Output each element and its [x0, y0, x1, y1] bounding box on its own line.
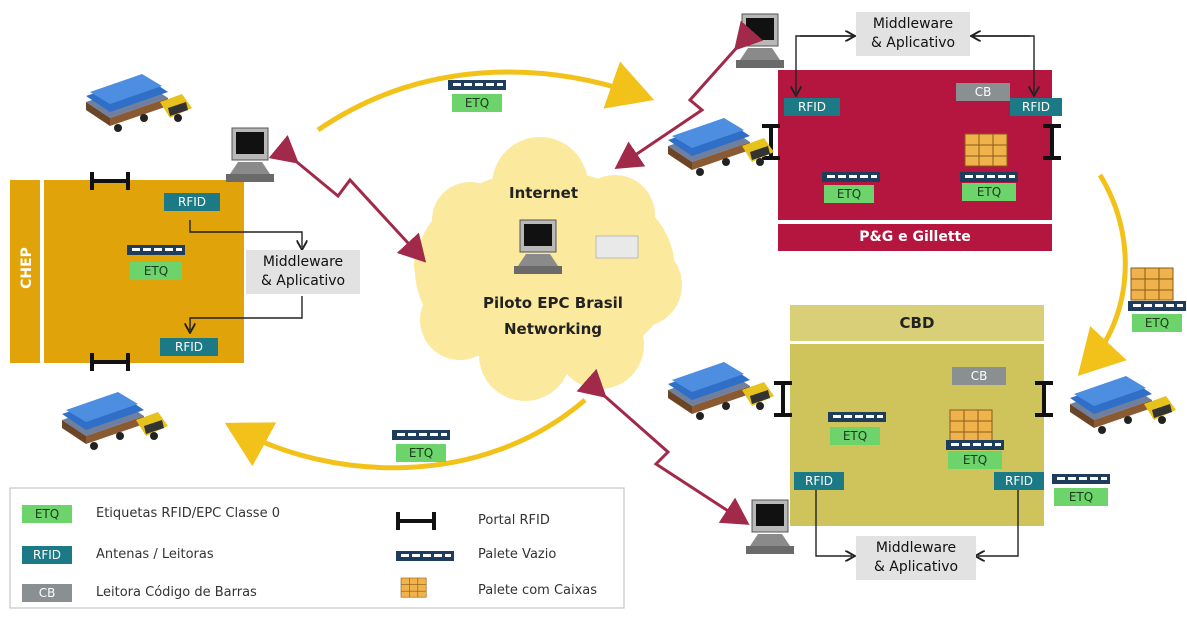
flow-etq-bottom: ETQ — [396, 444, 446, 462]
cbd-truck-right-icon — [1070, 376, 1176, 434]
chep-computer-icon — [225, 127, 275, 183]
chep-etq: ETQ — [130, 262, 182, 280]
chep-label: CHEP — [19, 247, 35, 289]
pg-label-bar — [778, 224, 1052, 251]
network-link-pg — [614, 20, 764, 170]
cbd-cb: CB — [952, 367, 1006, 385]
pg-label: P&G e Gillette — [859, 229, 971, 245]
internet-caption-line1: Piloto EPC Brasil — [483, 294, 623, 312]
cbd-empty-pallet-icon — [828, 412, 886, 422]
cbd-computer-icon — [745, 499, 795, 555]
pg-rfid-left: RFID — [784, 98, 840, 116]
legend-portal-text: Portal RFID — [478, 513, 550, 528]
chep-truck-bottom-icon — [62, 392, 168, 450]
chep-rfid-top: RFID — [164, 193, 220, 211]
chep-middleware-line1: Middleware — [262, 254, 344, 270]
chep-rfid-bottom: RFID — [160, 338, 218, 356]
cbd-middleware-line2: & Aplicativo — [873, 559, 959, 575]
flow-etq-top: ETQ — [452, 94, 502, 112]
pg-computer-icon — [735, 13, 785, 69]
pg-middleware-line1: Middleware — [872, 16, 954, 32]
cbd-portal-left-icon — [774, 381, 792, 417]
pg-truck-icon — [668, 118, 774, 176]
internet-server-icon — [595, 235, 639, 259]
cbd-rfid-right: RFID — [994, 472, 1044, 490]
flow-pallet-right-icon — [1128, 301, 1186, 311]
flow-boxes-right-icon — [1130, 267, 1174, 301]
cbd-label-bar — [790, 305, 1044, 341]
pg-rfid-right: RFID — [1010, 98, 1062, 116]
cbd-link-right — [978, 490, 1019, 556]
cbd-pallet-icon — [946, 440, 1004, 450]
pg-pallet-icon — [960, 172, 1018, 182]
pg-middleware-line2: & Aplicativo — [870, 35, 956, 51]
internet-computer-icon — [513, 219, 563, 275]
flow-pallet-bottom-icon — [392, 430, 450, 440]
pg-middleware: Middleware & Aplicativo — [856, 12, 970, 56]
chep-middleware: Middleware & Aplicativo — [246, 250, 360, 294]
chep-empty-pallet-icon — [127, 245, 185, 255]
legend-cb-text: Leitora Código de Barras — [96, 585, 257, 600]
legend-etq-swatch: ETQ — [22, 505, 72, 523]
flow-etq-right: ETQ — [1132, 314, 1182, 332]
legend-pallet-boxes-text: Palete com Caixas — [478, 583, 598, 598]
flow-arrow-cbd-to-chep — [224, 398, 587, 471]
internet-title: Internet — [509, 184, 579, 202]
cbd-link-left — [815, 490, 852, 556]
legend-rfid-text: Antenas / Leitoras — [96, 547, 214, 562]
legend-empty-pallet-text: Palete Vazio — [478, 547, 557, 562]
internet-caption-line2: Networking — [504, 320, 602, 338]
chep-truck-top-icon — [86, 74, 192, 132]
pg-boxes-icon — [964, 133, 1008, 167]
legend-boxes-icon — [400, 577, 427, 598]
cbd-truck-left-icon — [668, 362, 774, 420]
cbd-etq-outside: ETQ — [1054, 488, 1108, 506]
chep-link-bottom — [190, 296, 303, 330]
cbd-boxes-icon — [949, 409, 993, 443]
chep-middleware-line2: & Aplicativo — [260, 273, 346, 289]
pg-cb: CB — [956, 83, 1010, 101]
pg-empty-pallet-icon — [822, 172, 880, 182]
flow-arrow-chep-to-pg — [316, 61, 655, 133]
flow-arrow-pg-to-cbd — [1077, 173, 1128, 376]
cbd-etq-left: ETQ — [830, 427, 880, 445]
legend-etq-text: Etiquetas RFID/EPC Classe 0 — [96, 506, 280, 521]
cbd-etq-right: ETQ — [948, 451, 1002, 469]
cbd-rfid-left: RFID — [794, 472, 844, 490]
legend-cb-swatch: CB — [22, 584, 72, 602]
cbd-middleware: Middleware & Aplicativo — [856, 536, 976, 580]
network-link-cbd — [576, 368, 750, 525]
cbd-outside-pallet-icon — [1052, 474, 1110, 484]
cbd-label: CBD — [899, 314, 935, 332]
legend-box — [9, 487, 625, 609]
flow-pallet-top-icon — [448, 80, 506, 90]
legend-empty-pallet-icon — [396, 551, 454, 561]
network-link-chep — [268, 134, 427, 263]
pg-etq-left: ETQ — [824, 185, 874, 203]
cbd-middleware-line1: Middleware — [875, 540, 957, 556]
legend-rfid-swatch: RFID — [22, 546, 72, 564]
pg-etq-right: ETQ — [962, 183, 1016, 201]
